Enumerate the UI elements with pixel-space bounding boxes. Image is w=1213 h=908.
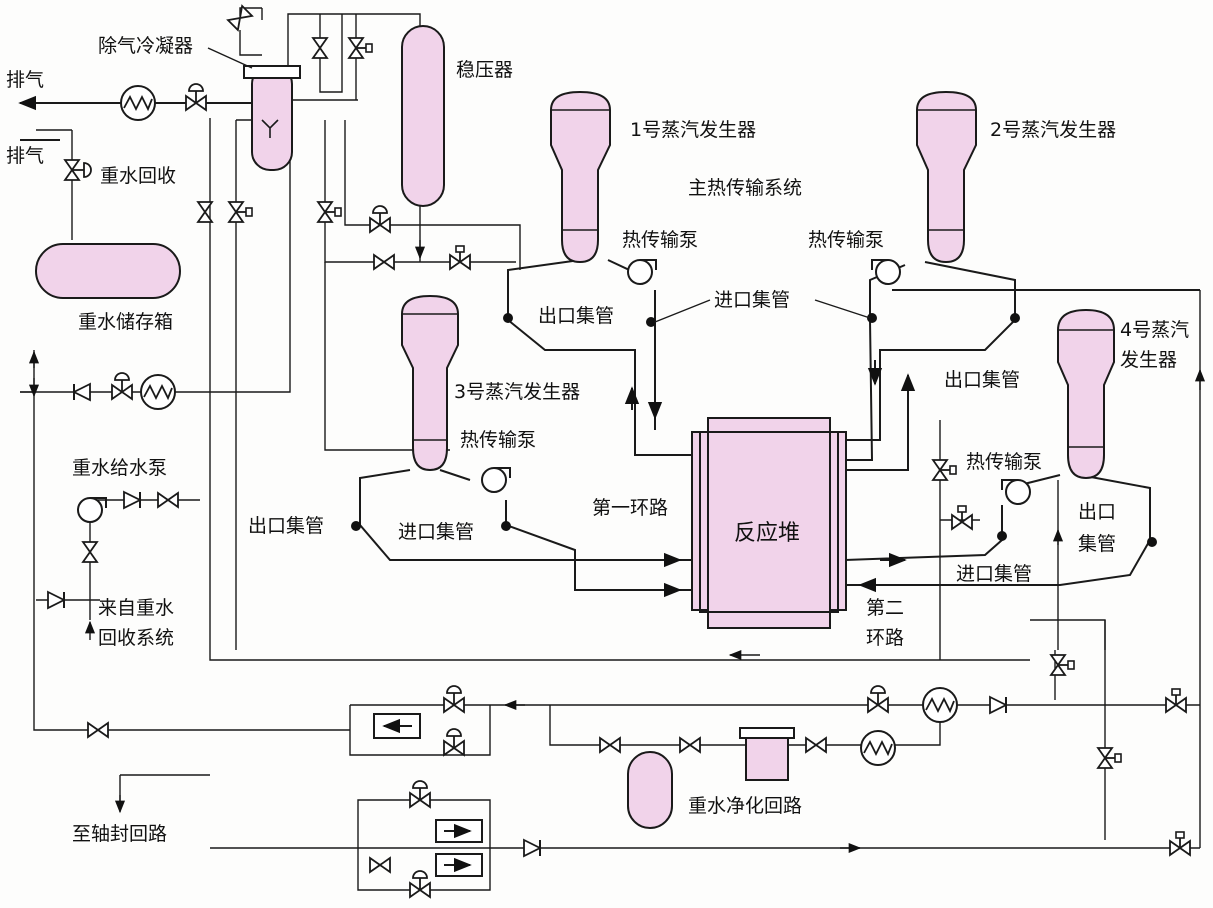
label-feed-pump: 重水给水泵 bbox=[72, 457, 167, 479]
steam-generator-4 bbox=[1057, 308, 1115, 480]
deaerator-condenser bbox=[243, 65, 301, 171]
heat-exchanger-icon bbox=[140, 374, 176, 410]
label-pump-b: 热传输泵 bbox=[808, 229, 884, 251]
labels: 除气冷凝器 排气 排气 重水回收 稳压器 1号蒸汽发生器 2号蒸汽发生器 主热传… bbox=[6, 35, 1189, 845]
pump-icon bbox=[871, 259, 901, 285]
label-vent-bottom: 排气 bbox=[6, 145, 44, 167]
label-first-loop: 第一环路 bbox=[592, 497, 668, 519]
label-d2o-recovery: 重水回收 bbox=[100, 165, 176, 187]
label-sg2: 2号蒸汽发生器 bbox=[990, 119, 1116, 141]
label-purification: 重水净化回路 bbox=[688, 795, 802, 817]
label-outlet-header-4-line2: 集管 bbox=[1078, 533, 1116, 555]
label-to-shaft-seal: 至轴封回路 bbox=[72, 823, 167, 845]
purification-vessel bbox=[627, 751, 673, 829]
pump-icon bbox=[627, 259, 657, 285]
steam-generator-3 bbox=[401, 294, 459, 472]
filter-unit bbox=[739, 727, 795, 781]
label-pump-a: 热传输泵 bbox=[622, 229, 698, 251]
pump-icon bbox=[1001, 479, 1031, 505]
label-outlet-header-2: 出口集管 bbox=[944, 369, 1020, 391]
label-second-loop-line2: 环路 bbox=[866, 627, 904, 649]
heat-exchanger-icon bbox=[860, 730, 896, 766]
flow-arrows bbox=[28, 240, 1206, 854]
pump-icon bbox=[77, 497, 107, 523]
label-second-loop-line1: 第二 bbox=[866, 597, 904, 619]
label-sg4-line2: 发生器 bbox=[1120, 349, 1177, 371]
heat-exchanger-icon bbox=[922, 687, 958, 723]
header-nodes bbox=[351, 313, 1157, 547]
label-outlet-header-3: 出口集管 bbox=[248, 515, 324, 537]
reactor bbox=[691, 417, 847, 629]
label-reactor: 反应堆 bbox=[734, 521, 800, 546]
d2o-storage-tank bbox=[35, 243, 181, 299]
label-vent-top: 排气 bbox=[6, 69, 44, 91]
label-outlet-header-1: 出口集管 bbox=[538, 305, 614, 327]
steam-generator-1 bbox=[550, 90, 611, 264]
pump-icon bbox=[481, 467, 511, 493]
label-inlet-header-4: 进口集管 bbox=[956, 563, 1032, 585]
label-sg4-line1: 4号蒸汽 bbox=[1120, 319, 1189, 341]
label-sg1: 1号蒸汽发生器 bbox=[630, 119, 756, 141]
pressurizer bbox=[401, 25, 445, 207]
label-inlet-header-3: 进口集管 bbox=[398, 521, 474, 543]
label-from-recovery-line2: 回收系统 bbox=[98, 627, 174, 649]
steam-generator-2 bbox=[916, 90, 977, 264]
leader-lines bbox=[207, 47, 871, 323]
label-main-system: 主热传输系统 bbox=[688, 177, 802, 199]
label-pump-d: 热传输泵 bbox=[966, 451, 1042, 473]
label-pump-c: 热传输泵 bbox=[460, 429, 536, 451]
label-from-recovery-line1: 来自重水 bbox=[98, 597, 174, 619]
label-sg3: 3号蒸汽发生器 bbox=[454, 381, 580, 403]
label-deaerator-condenser: 除气冷凝器 bbox=[98, 35, 193, 57]
label-storage-tank: 重水储存箱 bbox=[78, 311, 173, 333]
strainer-units bbox=[373, 713, 483, 877]
heat-exchanger-icon bbox=[120, 85, 156, 121]
label-pressurizer: 稳压器 bbox=[456, 59, 513, 81]
label-inlet-header-1: 进口集管 bbox=[714, 289, 790, 311]
label-outlet-header-4-line1: 出口 bbox=[1078, 501, 1116, 523]
